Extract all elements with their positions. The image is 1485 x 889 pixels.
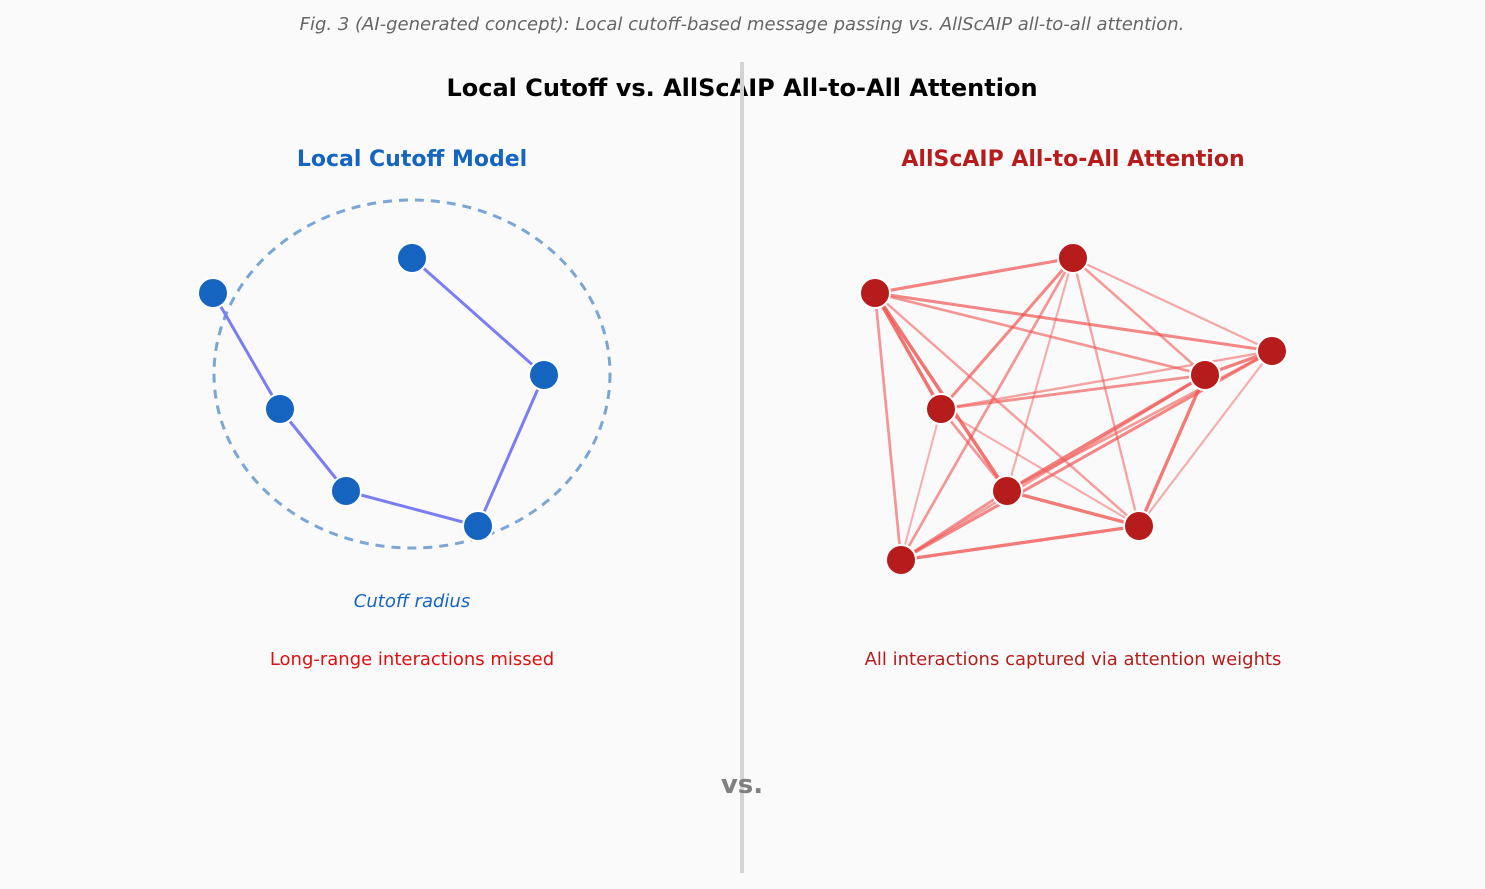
- attention-atom-node: [1123, 510, 1155, 542]
- attention-edge: [1071, 256, 1141, 528]
- local-edge: [211, 291, 282, 411]
- local-atom-node: [396, 242, 428, 274]
- local-edge: [344, 489, 480, 528]
- local-atom-node: [330, 475, 362, 507]
- local-atom-node: [462, 510, 494, 542]
- local-panel-title: Local Cutoff Model: [297, 147, 527, 172]
- attention-edge: [899, 407, 943, 562]
- attention-atom-node: [1189, 359, 1221, 391]
- attention-edge: [939, 407, 1009, 493]
- attention-atom-node: [1057, 242, 1089, 274]
- attention-edge: [873, 291, 1009, 493]
- local-atom-node: [264, 393, 296, 425]
- local-nodes: [197, 242, 560, 542]
- local-edge: [476, 373, 546, 528]
- cutoff-radius-label: Cutoff radius: [354, 591, 470, 612]
- attention-atom-node: [859, 277, 891, 309]
- attention-edge: [873, 291, 1274, 353]
- cutoff-radius-circle: [212, 198, 612, 550]
- attention-edge: [939, 256, 1075, 411]
- figure-caption: Fig. 3 (AI-generated concept): Local cut…: [300, 14, 1185, 35]
- local-cutoff-panel: Local Cutoff Model Cutoff radius Long-ra…: [197, 147, 612, 670]
- local-panel-note: Long-range interactions missed: [270, 649, 554, 670]
- local-atom-node: [197, 277, 229, 309]
- attention-edge: [873, 291, 1141, 528]
- attention-edge: [1071, 256, 1207, 377]
- attention-atom-node: [925, 393, 957, 425]
- attention-nodes: [859, 242, 1288, 576]
- attention-edge: [1005, 489, 1141, 528]
- attention-edge: [899, 489, 1009, 562]
- attention-edge: [1071, 256, 1274, 353]
- attention-edge: [939, 407, 1141, 528]
- attention-edge: [873, 291, 903, 562]
- vs-label: vs.: [721, 770, 763, 800]
- attention-edge: [899, 256, 1075, 562]
- attention-panel-note: All interactions captured via attention …: [865, 649, 1282, 670]
- attention-edge: [873, 291, 1207, 377]
- attention-edge: [939, 373, 1207, 411]
- local-edge: [278, 407, 348, 493]
- local-edges: [211, 256, 546, 528]
- attention-panel: AllScAIP All-to-All Attention All intera…: [859, 147, 1288, 670]
- local-atom-node: [528, 359, 560, 391]
- attention-edge: [899, 373, 1207, 562]
- attention-atom-node: [885, 544, 917, 576]
- attention-atom-node: [991, 475, 1023, 507]
- attention-edge: [899, 524, 1141, 562]
- local-edge: [410, 256, 546, 377]
- attention-edge: [1137, 349, 1274, 528]
- attention-edge: [1137, 373, 1207, 528]
- attention-panel-title: AllScAIP All-to-All Attention: [901, 147, 1244, 172]
- attention-edge: [939, 349, 1274, 411]
- attention-edge: [873, 256, 1075, 295]
- attention-atom-node: [1256, 335, 1288, 367]
- attention-edge: [1005, 256, 1075, 493]
